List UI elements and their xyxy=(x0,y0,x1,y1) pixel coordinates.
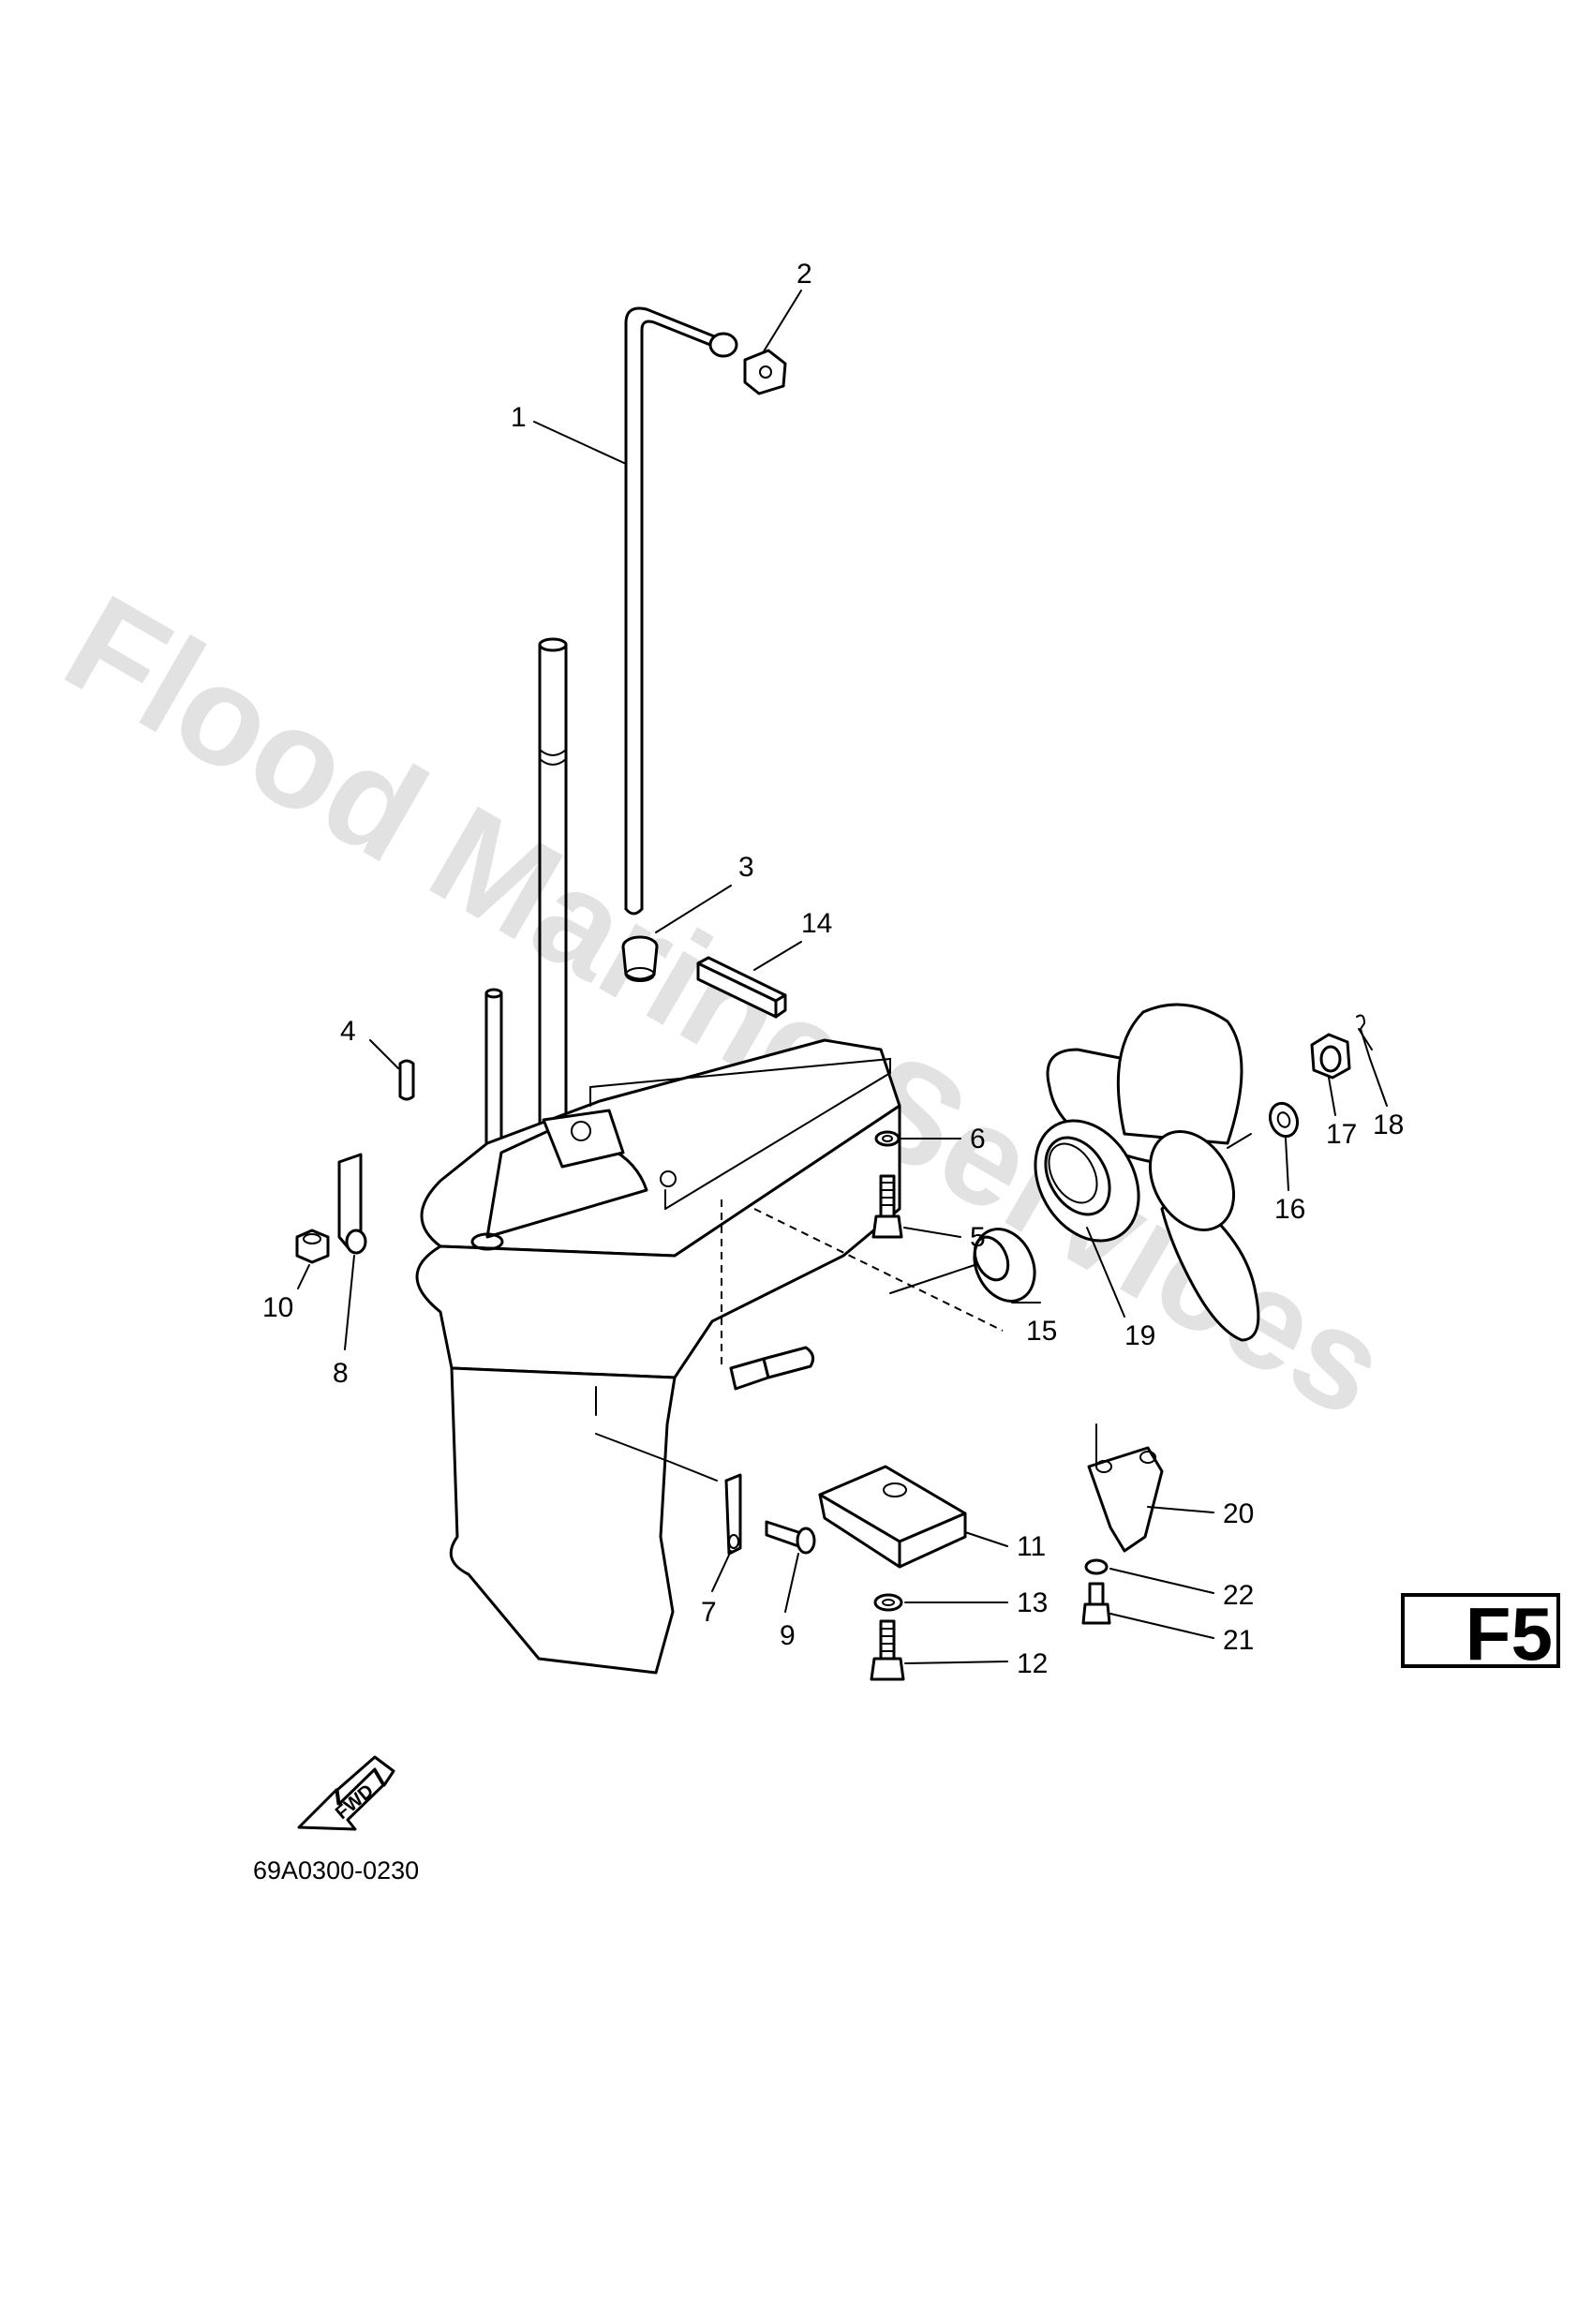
part-1-water-tube xyxy=(624,306,738,916)
part-8-bracket xyxy=(337,1153,367,1255)
part-16-washer xyxy=(1268,1101,1300,1139)
callout-numbers: 1 2 3 14 4 6 5 10 8 15 19 16 17 18 11 7 … xyxy=(262,259,1404,1679)
callout-11: 11 xyxy=(1017,1531,1046,1562)
page-label-box: F5 xyxy=(1401,1593,1560,1676)
part-12-bolt xyxy=(870,1619,905,1681)
part-13-washer xyxy=(873,1593,903,1612)
part-17-nut xyxy=(1310,1033,1351,1080)
callout-10: 10 xyxy=(262,1292,293,1323)
part-18-cotter-pin xyxy=(1356,1014,1373,1060)
callout-5: 5 xyxy=(970,1222,986,1253)
part-5-bolt xyxy=(871,1174,903,1239)
part-7-plate xyxy=(724,1473,742,1556)
part-20-trim-tab xyxy=(1087,1423,1164,1553)
callout-8: 8 xyxy=(333,1358,349,1389)
part-22-washer xyxy=(1084,1558,1109,1575)
part-2-grommet xyxy=(743,349,787,395)
part-10-nut xyxy=(295,1229,330,1264)
part-14-plate xyxy=(696,956,787,1019)
callout-14: 14 xyxy=(801,908,832,939)
callout-15: 15 xyxy=(1026,1316,1057,1347)
part-6-washer xyxy=(874,1130,901,1147)
callout-21: 21 xyxy=(1223,1625,1254,1656)
callout-18: 18 xyxy=(1373,1110,1404,1140)
part-21-bolt xyxy=(1081,1582,1111,1625)
part-19-propeller xyxy=(1034,1003,1260,1342)
callout-20: 20 xyxy=(1223,1498,1254,1529)
callout-17: 17 xyxy=(1326,1119,1357,1150)
callout-13: 13 xyxy=(1017,1587,1048,1618)
callout-3: 3 xyxy=(738,852,754,883)
fwd-arrow-icon: FWD xyxy=(297,1755,395,1831)
page-label: F5 xyxy=(1465,1592,1553,1676)
callout-19: 19 xyxy=(1124,1320,1155,1351)
part-11-anode xyxy=(818,1465,967,1569)
callout-7: 7 xyxy=(701,1597,717,1628)
callout-2: 2 xyxy=(796,259,812,290)
part-15-bushing xyxy=(889,1228,1036,1303)
callout-12: 12 xyxy=(1017,1648,1048,1679)
callout-9: 9 xyxy=(780,1620,796,1651)
callout-16: 16 xyxy=(1274,1194,1305,1225)
callout-22: 22 xyxy=(1223,1580,1254,1611)
leader-lines xyxy=(297,290,1388,1664)
callout-1: 1 xyxy=(511,402,527,433)
part-4-dowel-pin xyxy=(398,1059,415,1101)
part-9-screw xyxy=(765,1520,816,1555)
callout-6: 6 xyxy=(970,1124,986,1155)
part-3-seal xyxy=(621,935,659,982)
lower-casing xyxy=(415,1038,1004,1675)
callout-4: 4 xyxy=(340,1016,356,1047)
diagram-code: 69A0300-0230 xyxy=(253,1856,419,1885)
